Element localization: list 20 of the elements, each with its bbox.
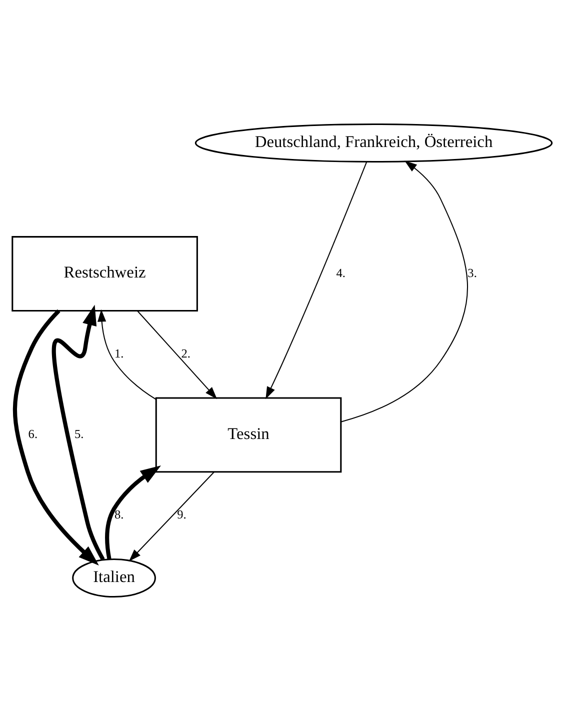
node-box: Restschweiz	[12, 236, 198, 311]
edge-label: 5.	[74, 426, 84, 441]
node-box: Tessin	[155, 396, 342, 472]
arrow	[52, 304, 105, 560]
edge-label: 4.	[336, 265, 346, 280]
arrow	[12, 308, 99, 565]
edge-label: 6.	[28, 426, 38, 441]
edge-label: 9.	[177, 507, 186, 522]
arrow	[98, 308, 156, 400]
arrow	[137, 310, 218, 399]
node-ellipse: Deutschland, Frankreich, Österreich	[194, 122, 553, 162]
edge-label: 8.	[114, 507, 124, 522]
edge-label: 1.	[114, 346, 124, 360]
arrow	[266, 161, 368, 399]
arrow	[341, 160, 468, 422]
node-ellipse: Italien	[72, 558, 156, 598]
arrow	[105, 464, 161, 560]
arrow	[128, 471, 215, 561]
edge-label: 2.	[181, 346, 191, 360]
edge-label: 3.	[468, 265, 477, 280]
